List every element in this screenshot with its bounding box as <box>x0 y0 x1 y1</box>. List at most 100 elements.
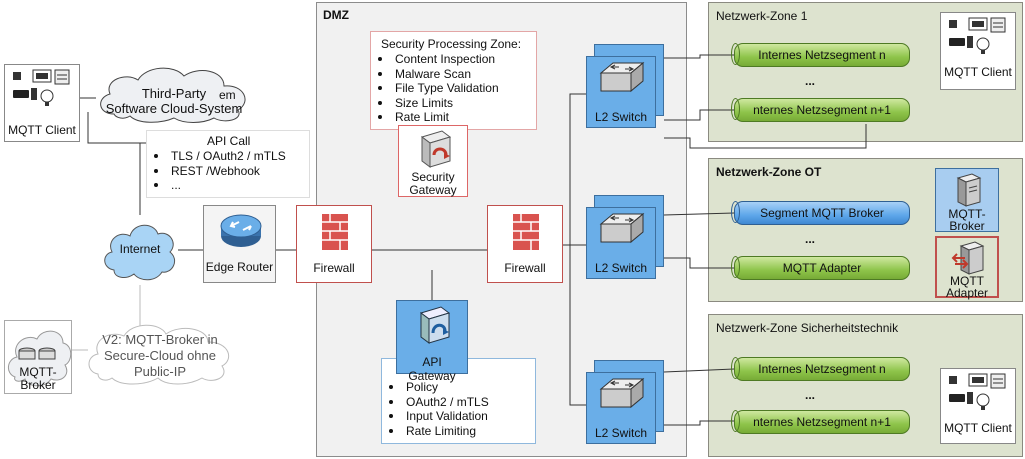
cloud-label-line1: Third-Party <box>141 86 207 101</box>
ot-segment-broker[interactable]: Segment MQTT Broker <box>731 201 910 225</box>
mqtt-client-devices-icon <box>949 373 1006 410</box>
l2-switch-1-label: L2 Switch <box>594 110 648 124</box>
safety-segment-2[interactable]: nternes Netzsegment n+1 <box>731 410 910 434</box>
security-gateway[interactable]: Security Gateway <box>398 125 468 197</box>
list-item: Policy <box>384 380 489 395</box>
list-item: Rate Limit <box>373 110 499 125</box>
broker-v2-note: V2: MQTT-Broker in Secure-Cloud ohne Pub… <box>84 320 236 386</box>
ot-mqtt-adapter[interactable]: MQTT Adapter <box>935 236 999 300</box>
list-item: REST /Webhook <box>149 164 286 179</box>
zone-1-title: Netzwerk-Zone 1 <box>716 9 808 23</box>
segment-cap-icon <box>731 43 740 65</box>
segment-label: Internes Netzsegment n <box>758 48 886 62</box>
api-call-title: API Call <box>207 134 251 148</box>
mqtt-client-left-label: MQTT Client <box>8 123 76 137</box>
list-item: TLS / OAuth2 / mTLS <box>149 149 286 164</box>
api-gateway[interactable]: API Gateway <box>396 300 468 383</box>
safety-mqtt-client[interactable]: MQTT Client <box>940 368 1016 444</box>
firewall-icon <box>513 214 539 250</box>
zone-safety-title: Netzwerk-Zone Sicherheitstechnik <box>716 321 899 335</box>
safety-segment-1[interactable]: Internes Netzsegment n <box>731 357 910 381</box>
segment-label: Segment MQTT Broker <box>760 206 884 220</box>
router-icon <box>220 214 262 247</box>
broker-v2-note-line2: Secure-Cloud ohne <box>103 348 217 363</box>
firewall-icon <box>322 214 348 250</box>
internet-cloud[interactable]: Internet <box>100 214 180 284</box>
zone1-mqtt-client[interactable]: MQTT Client <box>940 12 1016 90</box>
third-party-cloud[interactable]: Third-Party Software Cloud-System <box>94 62 254 124</box>
ot-broker-label-line2: Broker <box>949 219 985 233</box>
server-icon <box>956 173 982 207</box>
edge-router-label: Edge Router <box>205 260 274 274</box>
zone-safety-ellipsis: ... <box>804 388 815 402</box>
security-gateway-icon <box>420 130 452 168</box>
list-item: Content Inspection <box>373 52 499 67</box>
cloud-icon <box>100 67 246 123</box>
mqtt-client-devices-icon <box>949 17 1006 54</box>
segment-label: Internes Netzsegment n <box>758 362 886 376</box>
firewall-outer[interactable]: Firewall <box>296 205 372 283</box>
firewall-inner[interactable]: Firewall <box>487 205 563 283</box>
l2-switch-2-label: L2 Switch <box>594 261 648 275</box>
safety-mqtt-client-label: MQTT Client <box>944 421 1012 435</box>
broker-cloud-icon <box>8 330 71 387</box>
api-call-list: TLS / OAuth2 / mTLS REST /Webhook ... <box>149 149 286 193</box>
ot-segment-adapter[interactable]: MQTT Adapter <box>731 256 910 280</box>
security-processing-zone: Security Processing Zone: Content Inspec… <box>370 31 537 130</box>
firewall-inner-label: Firewall <box>504 261 546 275</box>
ot-adapter-label-line1: MQTT <box>950 274 984 288</box>
dmz-title: DMZ <box>323 8 349 22</box>
segment-cap-icon <box>731 98 740 120</box>
zone1-mqtt-client-label: MQTT Client <box>944 65 1012 79</box>
ot-broker-label-line1: MQTT- <box>948 207 986 221</box>
api-gateway-icon <box>419 306 451 344</box>
zone-ot-ellipsis: ... <box>804 232 815 246</box>
broker-v2-note-line1: V2: MQTT-Broker in <box>102 332 218 347</box>
security-zone-title: Security Processing Zone: <box>381 37 522 51</box>
broker-v2-label-line2: Broker <box>20 378 56 392</box>
api-gateway-label: API Gateway <box>408 355 456 383</box>
edge-router[interactable]: Edge Router <box>203 205 276 283</box>
list-item: Malware Scan <box>373 67 499 82</box>
security-gateway-label-line1: Security <box>411 170 455 184</box>
list-item: File Type Validation <box>373 81 499 96</box>
segment-cap-icon <box>731 201 740 223</box>
api-call-box: API Call TLS / OAuth2 / mTLS REST /Webho… <box>146 130 310 198</box>
segment-label: nternes Netzsegment n+1 <box>753 415 891 429</box>
l2-switch-1[interactable]: L2 Switch <box>586 56 656 128</box>
firewall-outer-label: Firewall <box>313 261 355 275</box>
segment-label: MQTT Adapter <box>782 261 862 275</box>
l2-switch-3[interactable]: L2 Switch <box>586 372 656 444</box>
zone1-ellipsis: ... <box>804 74 815 88</box>
broker-v2-label-line1: MQTT- <box>19 365 57 379</box>
mqtt-broker-v2[interactable]: MQTT- Broker <box>4 320 72 394</box>
ot-mqtt-broker[interactable]: MQTT- Broker <box>935 168 999 233</box>
l2-switch-3-label: L2 Switch <box>594 426 648 440</box>
broker-v2-note-line3: Public-IP <box>133 364 187 379</box>
zone1-segment-1[interactable]: Internes Netzsegment n <box>731 43 910 67</box>
list-item: ... <box>149 178 286 193</box>
segment-label: nternes Netzsegment n+1 <box>753 103 891 117</box>
switch-icon <box>599 61 645 93</box>
segment-cap-icon <box>731 357 740 379</box>
zone-ot-title: Netzwerk-Zone OT <box>716 165 822 179</box>
l2-switch-2[interactable]: L2 Switch <box>586 207 656 279</box>
ot-adapter-label-line2: Adapter <box>945 286 989 300</box>
segment-cap-icon <box>731 256 740 278</box>
list-item: OAuth2 / mTLS <box>384 395 489 410</box>
list-item: Rate Limiting <box>384 424 489 439</box>
internet-label: Internet <box>119 242 161 256</box>
mqtt-client-devices-icon <box>13 69 70 106</box>
switch-icon <box>599 377 645 409</box>
mqtt-client-left[interactable]: MQTT Client <box>4 64 80 142</box>
list-item: Size Limits <box>373 96 499 111</box>
cloud-label-fragment: em <box>219 88 236 102</box>
security-gateway-label-line2: Gateway <box>409 183 457 197</box>
cloud-label-line2: Software Cloud-System <box>105 101 243 116</box>
list-item: Input Validation <box>384 409 489 424</box>
internet-cloud-icon <box>104 224 175 281</box>
adapter-server-icon <box>951 241 985 275</box>
segment-cap-icon <box>731 410 740 432</box>
note-cloud-icon <box>88 324 230 385</box>
zone1-segment-2[interactable]: nternes Netzsegment n+1 <box>731 98 910 122</box>
